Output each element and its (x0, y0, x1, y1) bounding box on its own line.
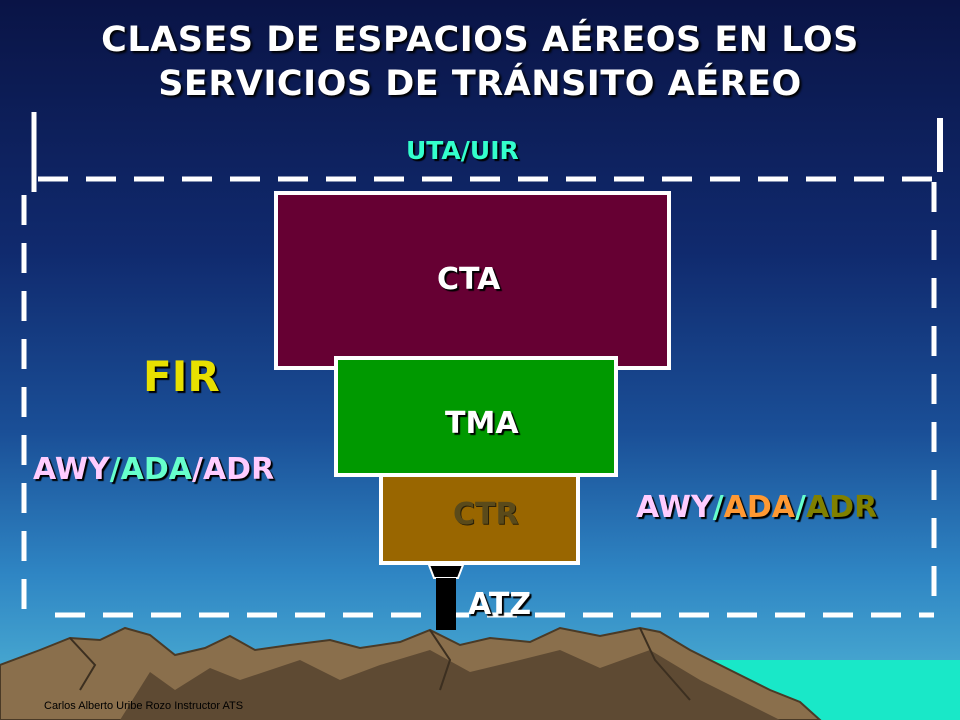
adr-left: ADR (202, 452, 275, 487)
ada-right: ADA (723, 490, 795, 525)
sep-left-2: / (192, 452, 203, 487)
awy-right: AWY (636, 490, 713, 525)
routes-right: AWY/ADA/ADR (636, 490, 877, 525)
cta-label: CTA (437, 262, 501, 297)
mountain-shadow (120, 650, 780, 720)
slide-title: CLASES DE ESPACIOS AÉREOS EN LOS SERVICI… (0, 18, 960, 106)
sep-right-1: / (712, 490, 724, 525)
tma-box (334, 356, 618, 477)
title-line-2: SERVICIOS DE TRÁNSITO AÉREO (158, 64, 802, 104)
footer-credit: Carlos Alberto Uribe Rozo Instructor ATS (44, 700, 244, 712)
fir-label: FIR (143, 352, 220, 401)
atz-label: ATZ (468, 587, 532, 622)
mountain-ridge-2 (429, 629, 452, 691)
title-line-1: CLASES DE ESPACIOS AÉREOS EN LOS (101, 20, 859, 60)
ctr-box (379, 468, 580, 565)
adr-right: ADR (805, 490, 878, 525)
mountain-ridge-3 (639, 627, 691, 701)
sep-right-2: / (795, 490, 806, 525)
uta-uir-label: UTA/UIR (406, 136, 519, 165)
control-tower-icon (427, 564, 465, 630)
ctr-label: CTR (453, 497, 519, 532)
ada-left: ADA (120, 452, 192, 487)
awy-left: AWY (33, 452, 110, 487)
sep-left-1: / (109, 452, 121, 487)
mountain-ridges (69, 637, 97, 691)
tma-label: TMA (445, 406, 519, 441)
routes-left: AWY/ADA/ADR (33, 452, 274, 487)
